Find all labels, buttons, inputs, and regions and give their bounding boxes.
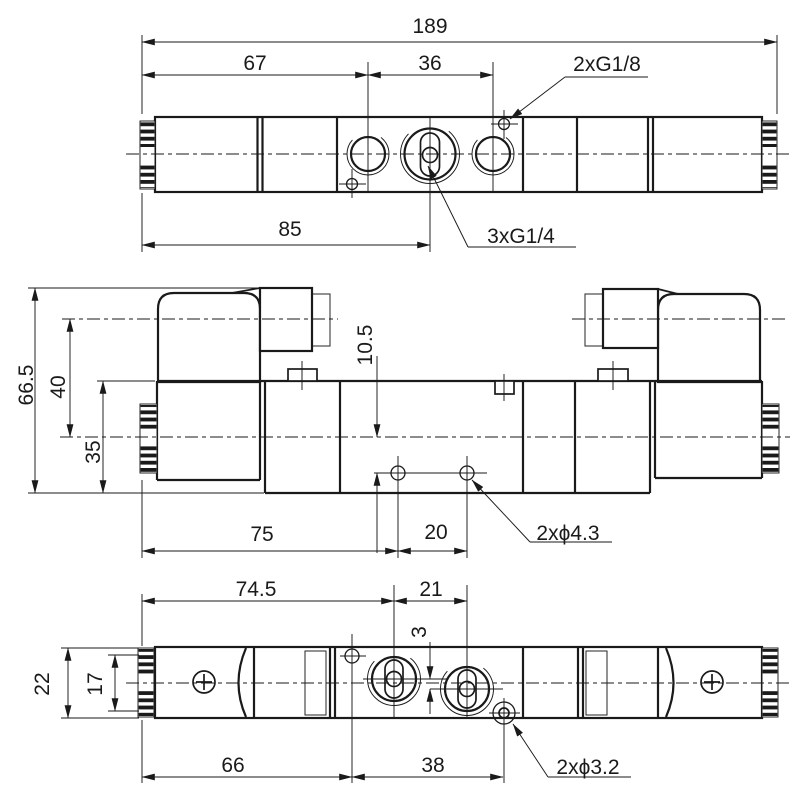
top-view-body xyxy=(139,115,778,194)
dim-overall-height: 66.5 xyxy=(15,365,38,406)
left-cable-gland xyxy=(311,293,331,347)
bottom-port-2 xyxy=(440,662,494,716)
dim-mount: 85 xyxy=(278,218,301,241)
side-view-body xyxy=(139,361,780,495)
pilot-hole-top xyxy=(491,110,518,139)
right-connector xyxy=(601,287,660,350)
dim-body-width: 22 xyxy=(31,672,54,695)
left-solenoid-coil xyxy=(156,286,331,384)
dim-left-port: 67 xyxy=(243,52,266,75)
left-end-cap xyxy=(137,647,155,718)
dim-port-offset: 3 xyxy=(408,626,431,638)
dim-hole-offset: 10.5 xyxy=(354,325,377,366)
pilot-port-label: 2xG1/8 xyxy=(573,53,641,76)
left-end-cap xyxy=(139,120,156,190)
left-connector xyxy=(258,286,314,353)
right-end-cap xyxy=(761,403,780,474)
dim-hole-span: 38 xyxy=(421,754,444,777)
dim-overall-width: 189 xyxy=(412,15,447,38)
top-bosses xyxy=(287,361,629,401)
dim-cap-width: 17 xyxy=(84,672,107,695)
dim-hole-from-left: 75 xyxy=(250,523,273,546)
centerlines xyxy=(60,153,792,684)
dim-port1-from-left: 74.5 xyxy=(236,578,277,601)
edge-hole-top xyxy=(344,648,360,664)
left-screw xyxy=(192,670,216,694)
bottom-view-ports xyxy=(340,585,520,783)
edge-hole-bottom xyxy=(492,701,516,725)
bottom-hole-label: 2xϕ3.2 xyxy=(556,756,619,779)
dim-coil-axis: 40 xyxy=(47,375,70,398)
pilot-hole-bottom xyxy=(339,169,366,198)
left-end-cap xyxy=(139,403,158,474)
main-port-label: 3xG1/4 xyxy=(487,225,555,248)
dim-hole-pitch: 20 xyxy=(424,521,447,544)
pilot-port-callout: 2xG1/8 xyxy=(509,53,648,120)
dim-body-height: 35 xyxy=(82,440,105,463)
bottom-view-dimensions: 74.5 21 3 22 17 66 38 2xϕ3.2 xyxy=(31,578,631,783)
dim-port-span: 36 xyxy=(418,52,441,75)
bottom-view: 74.5 21 3 22 17 66 38 2xϕ3.2 xyxy=(31,578,779,783)
mount-hole-callout: 2xϕ4.3 xyxy=(471,479,612,545)
mount-hole-label: 2xϕ4.3 xyxy=(536,522,599,545)
right-screw xyxy=(700,670,724,694)
dim-hole1-from-left: 66 xyxy=(221,754,244,777)
top-view-dimensions: 189 67 36 85 2xG1/8 3xG1/4 xyxy=(141,15,778,252)
bottom-hole-callout: 2xϕ3.2 xyxy=(512,723,631,779)
right-end-cap xyxy=(761,647,779,718)
dim-port-pitch: 21 xyxy=(419,578,442,601)
main-port-callout: 3xG1/4 xyxy=(427,165,576,248)
bottom-port-1 xyxy=(367,652,421,706)
right-end-cap xyxy=(761,120,778,190)
top-view: 189 67 36 85 2xG1/8 3xG1/4 xyxy=(139,15,778,252)
right-cable-gland xyxy=(584,293,604,347)
mounting-holes xyxy=(374,465,487,481)
side-view-dimensions: 66.5 40 35 10.5 75 20 2xϕ4.3 xyxy=(15,287,612,558)
side-view: 66.5 40 35 10.5 75 20 2xϕ4.3 xyxy=(15,286,780,558)
right-solenoid-coil xyxy=(584,287,762,384)
